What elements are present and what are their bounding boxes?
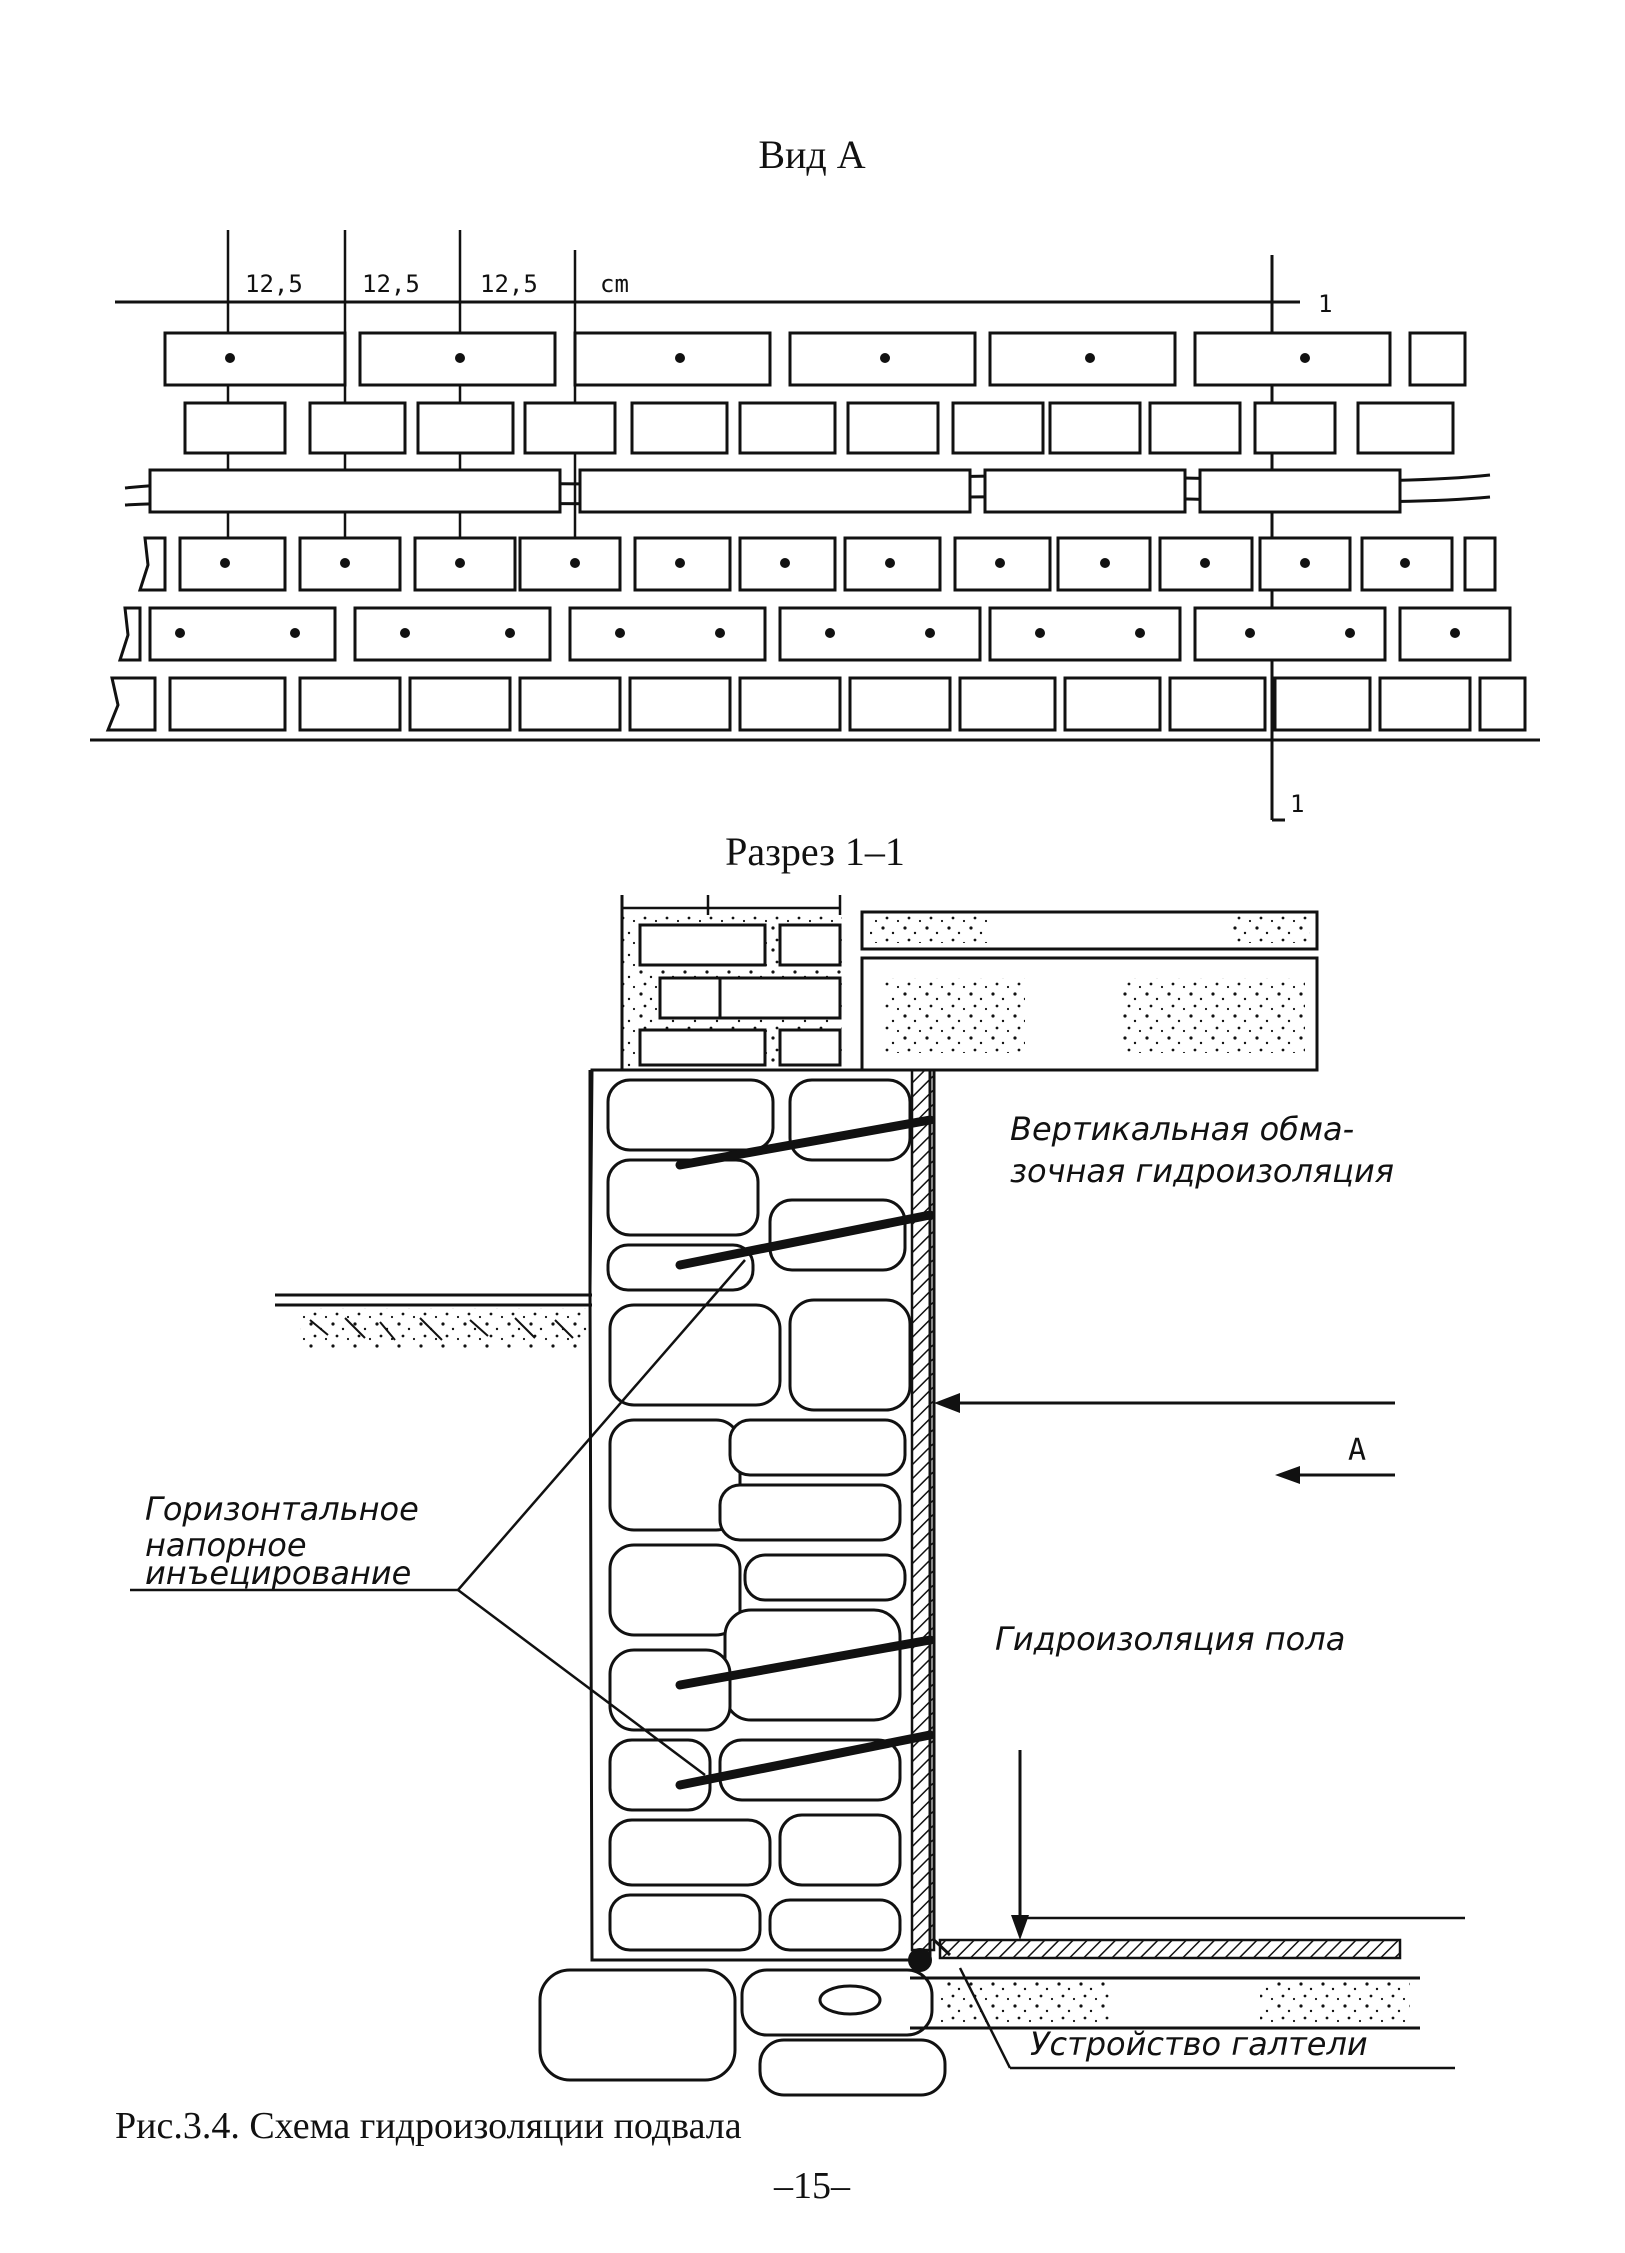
floor-slab: [860, 910, 1319, 1072]
arrows: [934, 1393, 1395, 1940]
outside-ground: [275, 1070, 592, 1348]
page-number: –15–: [773, 2165, 851, 2207]
label-vertical-line1: Вертикальная обма-: [1010, 1110, 1354, 1148]
figure-caption: Рис.3.4. Схема гидроизоляции подвала: [115, 2105, 742, 2147]
label-horizontal-line1: Горизонтальное: [145, 1490, 419, 1528]
label-fillet: Устройство галтели: [1030, 2025, 1368, 2063]
brick-wall-elevation: [90, 331, 1540, 742]
label-horizontal-line3: инъецирование: [145, 1554, 411, 1592]
view-a-title: Вид А: [758, 132, 865, 177]
label-floor-waterproofing: Гидроизоляция пола: [995, 1620, 1345, 1658]
label-horizontal-line2: напорное: [145, 1526, 307, 1564]
dim-unit: cm: [600, 270, 629, 298]
section-title: Разрез 1–1: [725, 829, 905, 874]
vertical-coating-waterproofing: [910, 1068, 952, 1957]
section-mark-bottom: 1: [1290, 790, 1304, 818]
dim-label-1: 12,5: [245, 270, 303, 298]
label-vertical-line2: зочная гидроизоляция: [1010, 1152, 1394, 1190]
foundation-stones: [538, 1968, 947, 2097]
floor-waterproofing: [908, 1938, 1420, 2030]
leader-lines: [130, 1259, 1465, 2070]
upper-brick-wall: [620, 895, 842, 1070]
fillet-mark: [908, 1948, 932, 1972]
dim-label-2: 12,5: [362, 270, 420, 298]
dim-label-3: 12,5: [480, 270, 538, 298]
injection-points: [175, 353, 1460, 638]
arrow-label-a: А: [1348, 1433, 1366, 1468]
injection-rods: [675, 1115, 935, 1790]
section-mark-top: 1: [1318, 290, 1332, 318]
rubble-stone-wall: [588, 1068, 932, 1962]
